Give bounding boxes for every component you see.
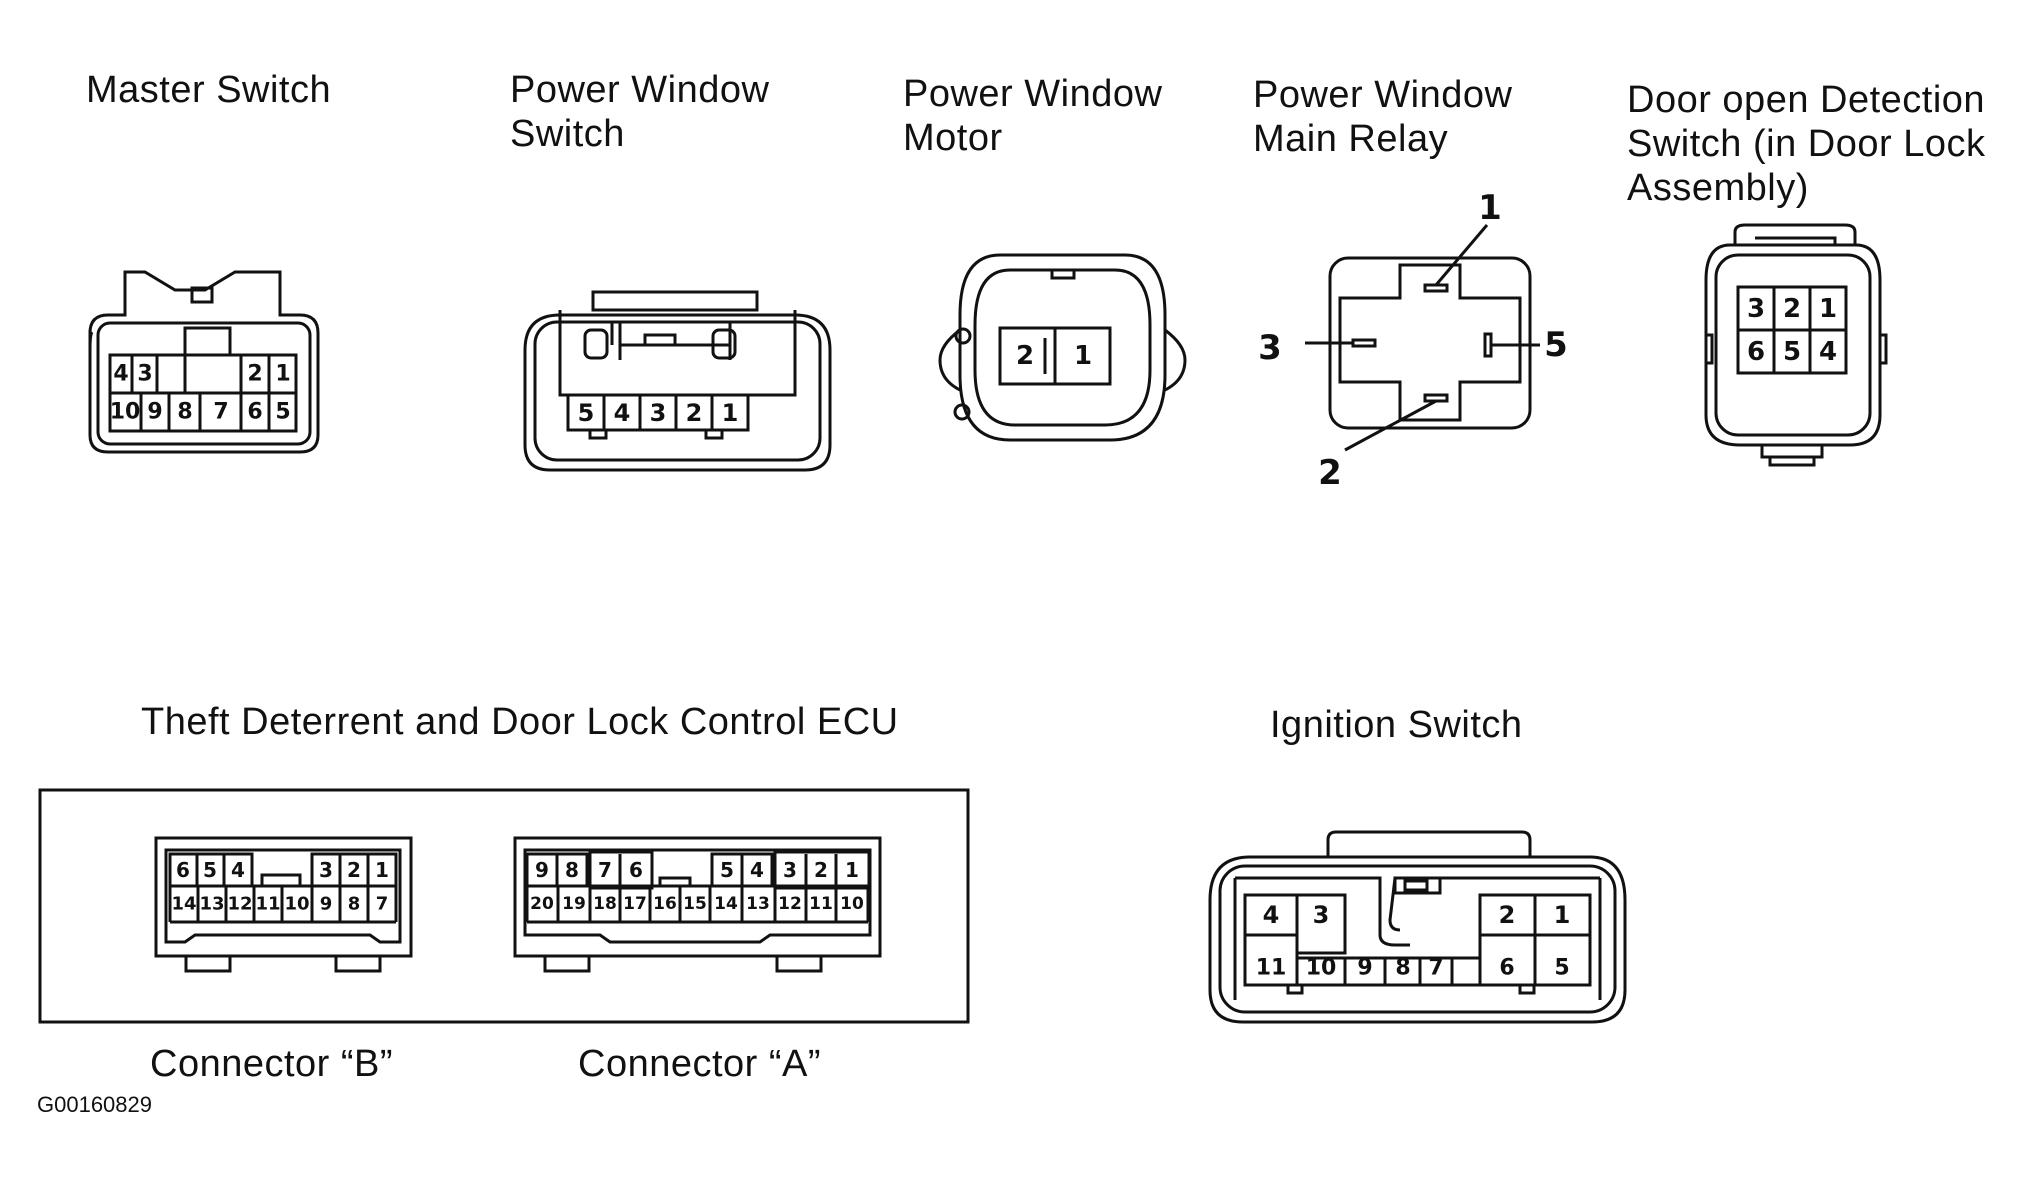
ignition-pin-8: 8 bbox=[1395, 956, 1410, 981]
ecu-a-pin-7: 7 bbox=[598, 858, 612, 882]
ecu-b-pin-13: 13 bbox=[199, 894, 224, 915]
power-window-motor-label: Power Window Motor bbox=[903, 73, 1163, 159]
ecu-frame bbox=[38, 788, 970, 1024]
ecu-a-pin-16: 16 bbox=[653, 894, 677, 914]
pw-switch-pin-3: 3 bbox=[650, 399, 667, 427]
door-detect-pin-1: 1 bbox=[1819, 294, 1837, 324]
ecu-b-pin-8: 8 bbox=[348, 894, 361, 915]
power-window-switch-label: Power Window Switch bbox=[510, 69, 770, 155]
power-window-main-relay-label: Power Window Main Relay bbox=[1253, 74, 1513, 160]
ecu-b-pin-10: 10 bbox=[284, 894, 309, 915]
master-switch-pin-8: 8 bbox=[177, 400, 192, 425]
door-open-detection-label: Door open Detection Switch (in Door Lock… bbox=[1627, 79, 1986, 209]
door-detection-connector bbox=[1704, 223, 1888, 467]
ecu-a-pin-4: 4 bbox=[750, 858, 764, 882]
ecu-a-pin-15: 15 bbox=[683, 894, 707, 914]
relay-pin-5: 5 bbox=[1544, 325, 1568, 365]
pw-switch-pin-1: 1 bbox=[722, 399, 739, 427]
ecu-b-pin-3: 3 bbox=[319, 858, 333, 882]
ignition-pin-10: 10 bbox=[1306, 956, 1337, 981]
ecu-a-pin-14: 14 bbox=[714, 894, 738, 914]
motor-pin-2: 2 bbox=[1016, 341, 1034, 371]
master-switch-pin-5: 5 bbox=[275, 400, 290, 425]
ecu-a-pin-2: 2 bbox=[814, 858, 828, 882]
ignition-switch-label: Ignition Switch bbox=[1270, 704, 1523, 746]
ecu-a-pin-20: 20 bbox=[530, 894, 554, 914]
ecu-b-pin-6: 6 bbox=[176, 858, 190, 882]
ecu-a-pin-3: 3 bbox=[783, 858, 797, 882]
ignition-switch-connector bbox=[1208, 830, 1627, 1024]
ignition-pin-9: 9 bbox=[1357, 956, 1372, 981]
relay-pin-1: 1 bbox=[1478, 188, 1502, 228]
ecu-a-pin-5: 5 bbox=[720, 858, 734, 882]
ecu-a-pin-11: 11 bbox=[809, 894, 833, 914]
figure-code: G00160829 bbox=[37, 1092, 152, 1117]
ecu-a-pin-8: 8 bbox=[565, 858, 579, 882]
ecu-a-pin-18: 18 bbox=[593, 894, 617, 914]
ecu-a-pin-6: 6 bbox=[629, 858, 643, 882]
ignition-pin-6: 6 bbox=[1499, 956, 1514, 981]
connector-b-label: Connector “B” bbox=[150, 1043, 394, 1085]
relay-pin-3: 3 bbox=[1258, 328, 1282, 368]
ignition-pin-11: 11 bbox=[1256, 956, 1287, 981]
master-switch-pin-10: 10 bbox=[110, 400, 141, 425]
door-detect-pin-4: 4 bbox=[1819, 337, 1837, 367]
ignition-pin-7: 7 bbox=[1428, 956, 1443, 981]
master-switch-pin-6: 6 bbox=[247, 400, 262, 425]
power-window-main-relay bbox=[1305, 224, 1540, 452]
relay-pin-2: 2 bbox=[1318, 453, 1342, 493]
master-switch-pin-9: 9 bbox=[147, 400, 162, 425]
door-detect-pin-6: 6 bbox=[1747, 337, 1765, 367]
ecu-connector-a bbox=[513, 836, 882, 973]
door-detect-pin-2: 2 bbox=[1783, 294, 1801, 324]
master-switch-label: Master Switch bbox=[86, 69, 332, 111]
ecu-b-pin-14: 14 bbox=[171, 894, 196, 915]
pw-switch-pin-4: 4 bbox=[614, 399, 631, 427]
ignition-pin-5: 5 bbox=[1554, 956, 1569, 981]
ecu-b-pin-4: 4 bbox=[231, 858, 245, 882]
power-window-motor-connector bbox=[938, 253, 1187, 442]
ignition-pin-4: 4 bbox=[1263, 901, 1280, 929]
master-switch-pin-2: 2 bbox=[247, 362, 262, 387]
ecu-a-pin-12: 12 bbox=[778, 894, 802, 914]
ignition-pin-3: 3 bbox=[1313, 901, 1330, 929]
ignition-pin-1: 1 bbox=[1554, 901, 1571, 929]
ecu-b-pin-2: 2 bbox=[347, 858, 361, 882]
ecu-b-pin-11: 11 bbox=[255, 894, 280, 915]
ecu-connector-b bbox=[154, 836, 413, 973]
ecu-a-pin-13: 13 bbox=[746, 894, 770, 914]
ecu-a-pin-17: 17 bbox=[623, 894, 647, 914]
ecu-b-pin-1: 1 bbox=[375, 858, 389, 882]
connector-a-label: Connector “A” bbox=[578, 1043, 822, 1085]
ecu-b-pin-9: 9 bbox=[320, 894, 333, 915]
motor-pin-1: 1 bbox=[1074, 341, 1092, 371]
theft-deterrent-ecu-label: Theft Deterrent and Door Lock Control EC… bbox=[141, 701, 899, 743]
power-window-switch-connector bbox=[523, 290, 832, 472]
ecu-a-pin-10: 10 bbox=[840, 894, 864, 914]
master-switch-pin-3: 3 bbox=[137, 362, 152, 387]
ecu-b-pin-12: 12 bbox=[227, 894, 252, 915]
ecu-b-pin-5: 5 bbox=[203, 858, 217, 882]
ecu-a-pin-1: 1 bbox=[845, 858, 859, 882]
master-switch-pin-1: 1 bbox=[275, 362, 290, 387]
door-detect-pin-3: 3 bbox=[1747, 294, 1765, 324]
master-switch-connector bbox=[88, 270, 320, 454]
ecu-a-pin-9: 9 bbox=[535, 858, 549, 882]
ecu-a-pin-19: 19 bbox=[562, 894, 586, 914]
door-detect-pin-5: 5 bbox=[1783, 337, 1801, 367]
ecu-b-pin-7: 7 bbox=[376, 894, 389, 915]
master-switch-pin-4: 4 bbox=[113, 362, 128, 387]
ignition-pin-2: 2 bbox=[1499, 901, 1516, 929]
pw-switch-pin-2: 2 bbox=[686, 399, 703, 427]
master-switch-pin-7: 7 bbox=[213, 400, 228, 425]
pw-switch-pin-5: 5 bbox=[578, 399, 595, 427]
